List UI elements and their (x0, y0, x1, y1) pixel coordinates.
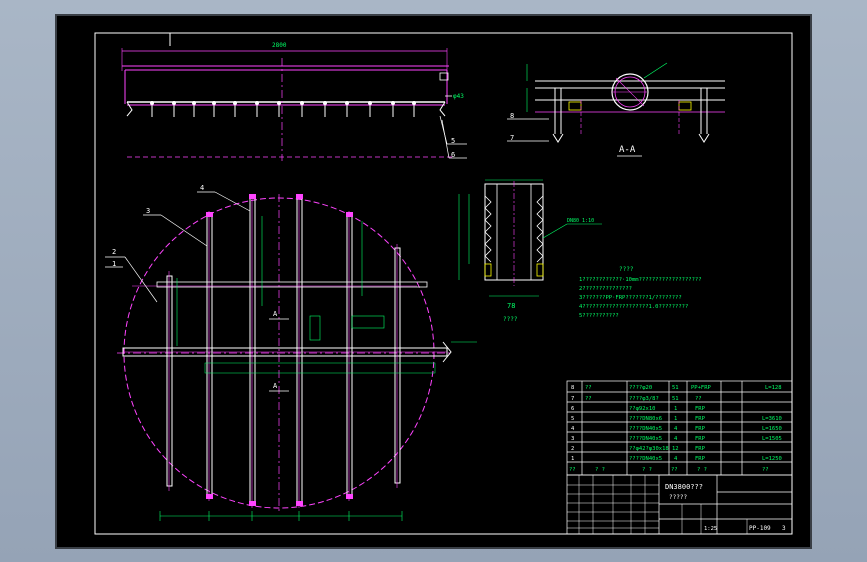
part-name: ?? (585, 385, 592, 391)
detail-note: DN80 1:10 (567, 218, 594, 224)
section-a-a-view: 8 7 A-A (507, 62, 725, 157)
part-material: FRP (695, 456, 706, 462)
callout-5: 5 (451, 137, 455, 145)
title-block (566, 474, 793, 535)
part-no: 1 (571, 456, 574, 462)
table-header-name: ? ? (595, 467, 605, 473)
top-dimension-label: 2800 (272, 42, 287, 49)
table-header-material: ? ? (697, 467, 707, 473)
callout-1: 1 (112, 260, 116, 268)
callout-3: 3 (146, 207, 150, 215)
notes-line: 4????????????????????1.0????????? (579, 304, 688, 310)
table-header-spec: ? ? (642, 467, 652, 473)
section-mark-a-lower: A (273, 382, 278, 390)
part-qty: 12 (672, 446, 679, 452)
title-text: DN3800??? (665, 483, 703, 491)
part-no: 2 (571, 446, 574, 452)
part-material: FRP (695, 446, 706, 452)
part-no: 8 (571, 385, 574, 391)
part-note: L=3610 (762, 416, 782, 422)
part-no: 3 (571, 436, 574, 442)
detail-scale-label: ???? (503, 316, 518, 323)
notes-line: 5??????????? (579, 313, 619, 319)
detail-width-label: 78 (507, 302, 515, 310)
part-qty: 4 (674, 456, 678, 462)
part-note: L=1650 (762, 426, 782, 432)
part-qty: 51 (672, 385, 679, 391)
table-header-no: ?? (569, 467, 576, 473)
part-no: 4 (571, 426, 575, 432)
callout-7: 7 (510, 134, 514, 142)
part-note: L=1250 (762, 456, 782, 462)
part-material: FRP (695, 426, 706, 432)
part-spec: ????DN80x6 (629, 416, 662, 422)
nozzle-detail-view: 78 ???? DN80 1:10 (458, 179, 602, 323)
dim-43-label: φ43 (453, 93, 464, 100)
part-spec: ????φ20 (629, 385, 652, 391)
part-no: 5 (571, 416, 574, 422)
section-mark-a-upper: A (273, 310, 278, 318)
subtitle-text: ????? (669, 494, 687, 501)
table-header-note: ?? (762, 467, 769, 473)
callout-4: 4 (200, 184, 204, 192)
sheet-number: 3 (782, 525, 786, 532)
part-no: 7 (571, 396, 574, 402)
part-note: L=128 (765, 385, 782, 391)
notes-line: 2??????????????? (579, 286, 632, 292)
notes-line: 1????????????·10mm??????????????????? (579, 277, 702, 283)
part-spec: ????DN40x5 (629, 456, 662, 462)
part-qty: 1 (674, 416, 677, 422)
part-qty: 4 (674, 436, 678, 442)
part-qty: 1 (674, 406, 677, 412)
notes-heading: ???? (619, 266, 634, 273)
part-no: 6 (571, 406, 574, 412)
part-spec: ????DN40x5 (629, 436, 662, 442)
cad-drawing: 2800 φ43 5 (94, 32, 793, 535)
part-material: PP+FRP (691, 385, 712, 391)
parts-rows: 8 ?? ????φ20 51 PP+FRP L=128 7 ?? ????φ3… (569, 385, 782, 473)
part-note: L=1505 (762, 436, 782, 442)
part-material: ?? (695, 396, 702, 402)
plan-view: A A 2 1 3 4 (105, 184, 477, 521)
drawing-number: PP-109 (749, 525, 771, 532)
part-name: ?? (585, 396, 592, 402)
technical-notes: ???? 1????????????·10mm?????????????????… (579, 266, 702, 319)
elevation-view: 2800 φ43 5 (121, 42, 467, 161)
callout-2: 2 (112, 248, 116, 256)
section-a-a-title: A-A (619, 145, 636, 155)
part-spec: ????DN40x5 (629, 426, 662, 432)
cad-drawing-canvas[interactable]: 2800 φ43 5 (55, 14, 812, 549)
part-material: FRP (695, 416, 706, 422)
notes-line: 3???????PP·FRP???????1/???????? (579, 295, 682, 301)
parts-list-table (566, 380, 793, 476)
callout-6: 6 (451, 151, 455, 159)
part-qty: 4 (674, 426, 678, 432)
part-spec: ??φ92x10 (629, 406, 656, 412)
part-material: FRP (695, 436, 706, 442)
table-header-qty: ?? (671, 467, 678, 473)
scale-text: 1:25 (704, 526, 717, 532)
part-spec: ????φ3/8? (629, 396, 659, 402)
part-material: FRP (695, 406, 706, 412)
drawing-border (94, 32, 793, 535)
part-spec: ??φ42?φ30x18 (629, 446, 669, 452)
callout-8: 8 (510, 112, 514, 120)
part-qty: 51 (672, 396, 679, 402)
